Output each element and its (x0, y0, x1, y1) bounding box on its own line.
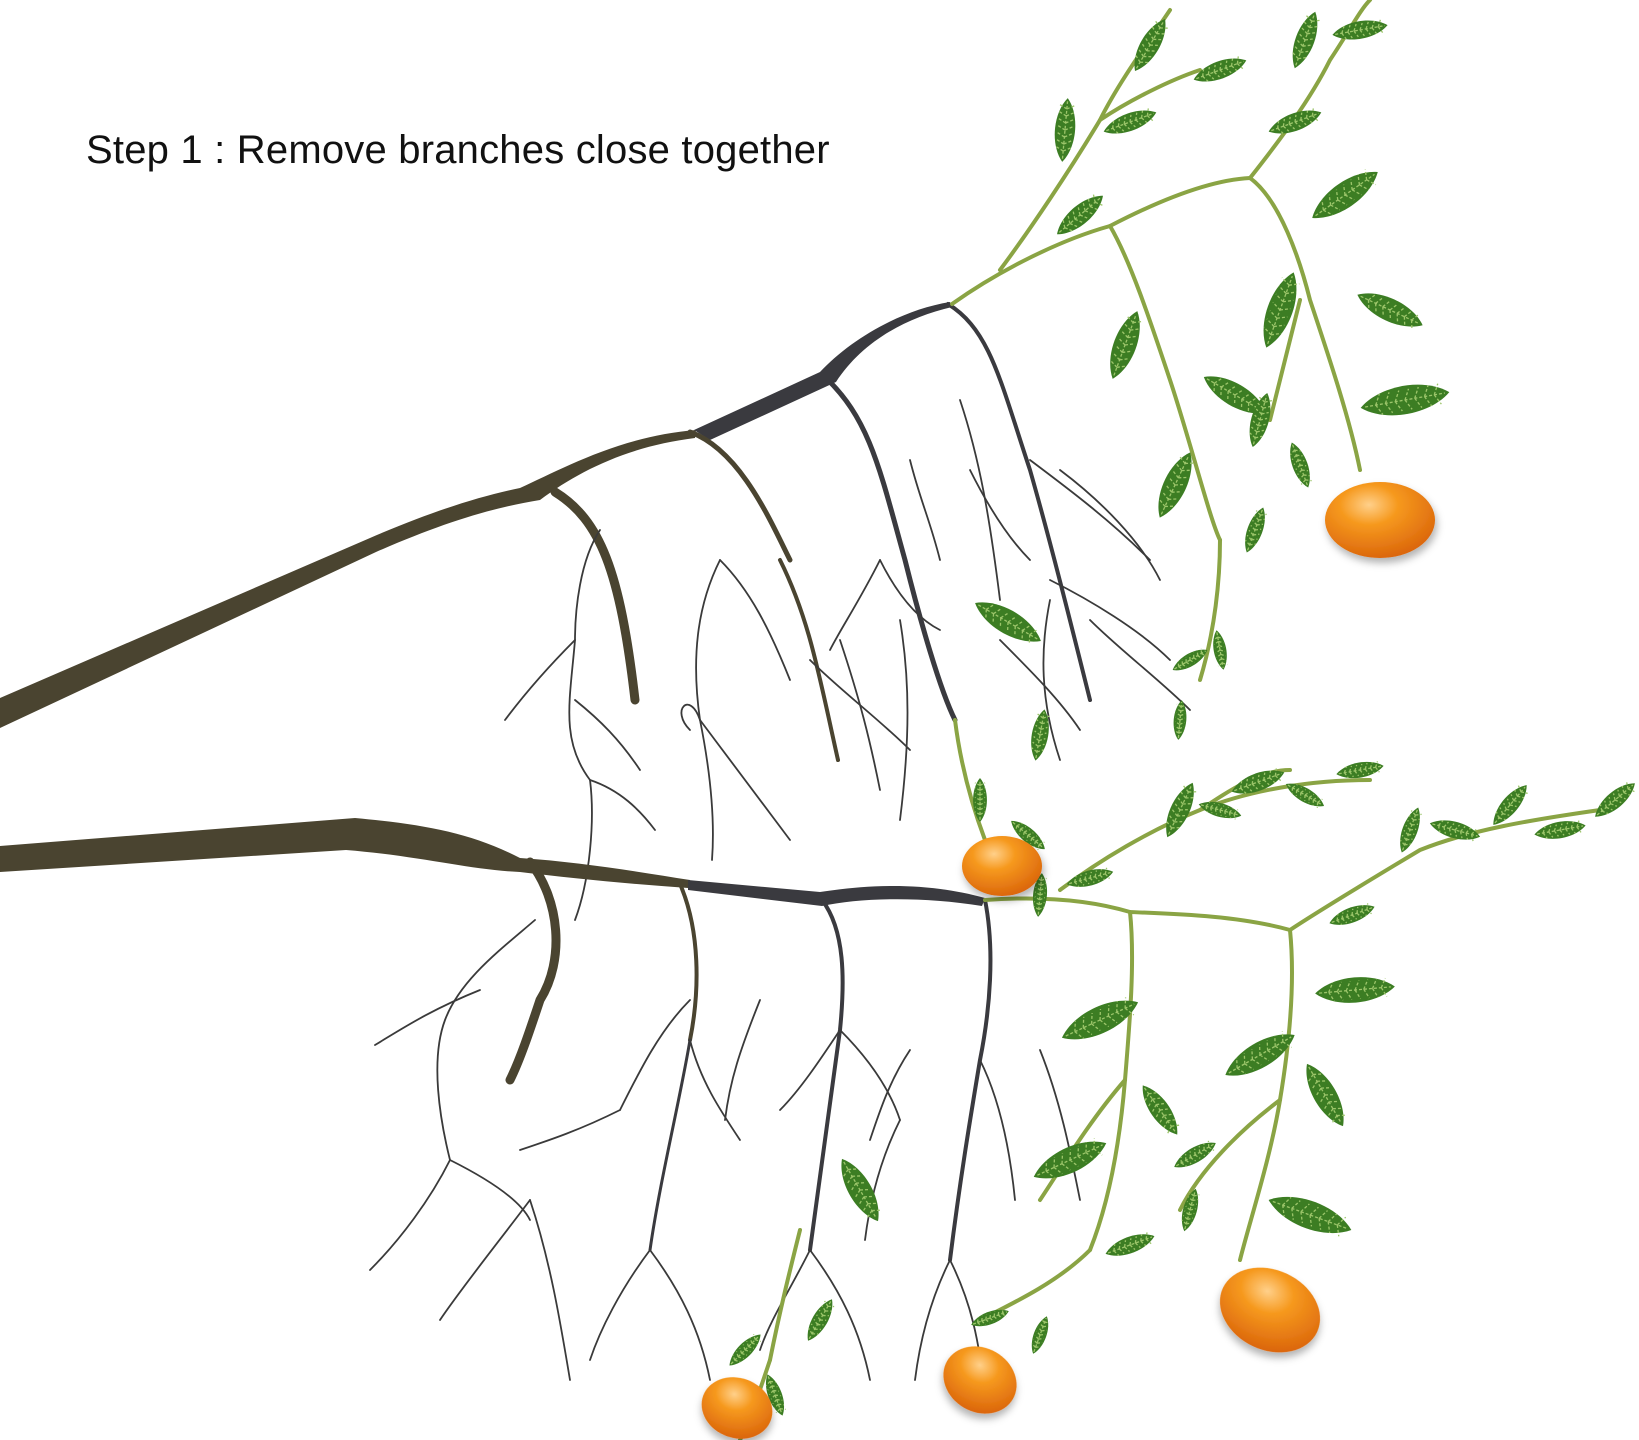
leaf-icon (1103, 1228, 1157, 1261)
leaf-icon (832, 1153, 888, 1227)
leaf-icon (1027, 708, 1052, 762)
leaf-icon (1305, 162, 1385, 229)
leaf-icon (1590, 777, 1639, 823)
lower-branch (0, 770, 1600, 1440)
leaf-icon (1101, 104, 1160, 140)
leaf-icon (1170, 1136, 1219, 1173)
leaf-icon (1297, 1058, 1353, 1132)
upper-trunk (0, 430, 696, 728)
leaf-icon (1353, 285, 1428, 336)
leaf-icon (1264, 1187, 1356, 1243)
lower-limb (688, 880, 985, 906)
leaf-icon (1533, 817, 1587, 842)
upper-branch (0, 0, 1370, 920)
leaf-icon (1285, 440, 1316, 490)
leaf-icon (1428, 815, 1482, 844)
orange-fruit-icon (1206, 1252, 1334, 1368)
leaf-icon (1266, 104, 1325, 140)
lower-trunk (0, 818, 690, 888)
leaf-icon (969, 593, 1047, 652)
orange-fruit-icon (1325, 482, 1435, 558)
orange-fruit-icon (962, 836, 1042, 896)
leaf-icon (801, 1295, 838, 1344)
leaf-icon (1051, 188, 1109, 241)
leaf-icon (1102, 307, 1148, 382)
leaf-icon (1240, 505, 1271, 555)
leaf-icon (1052, 97, 1078, 163)
leaf-icon (1028, 1132, 1111, 1189)
leaf-icon (1358, 378, 1452, 422)
leaf-icon (1027, 1314, 1053, 1356)
orange-fruit-icon (931, 1333, 1029, 1426)
leaf-icon (1331, 16, 1389, 43)
leaf-icon (1286, 9, 1324, 72)
leaf-icon (1314, 974, 1396, 1006)
upper-limb (694, 302, 952, 440)
leaf-icon (1135, 1080, 1185, 1140)
leaf-icon (1210, 629, 1229, 671)
leaf-icon (1327, 900, 1377, 931)
